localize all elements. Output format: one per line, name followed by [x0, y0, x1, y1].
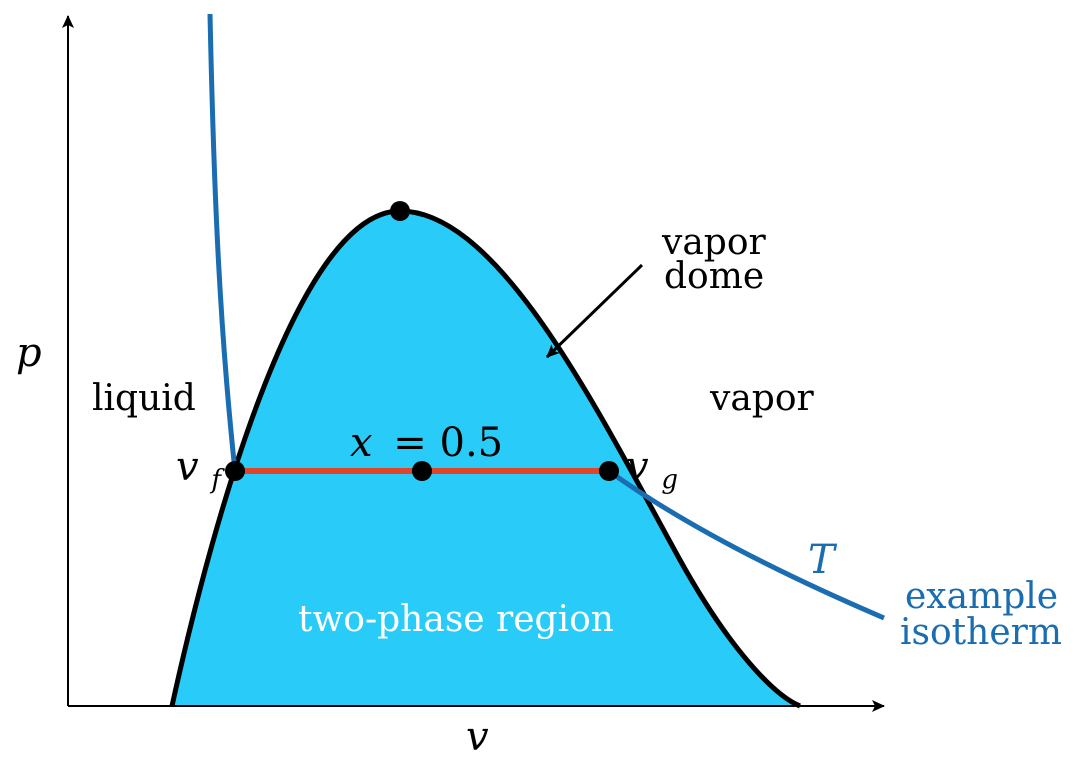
vf-point	[225, 461, 245, 481]
vapor-region-label: vapor	[709, 378, 815, 419]
quality-point	[412, 461, 432, 481]
vg-sub: g	[661, 465, 678, 495]
y-axis-label: p	[16, 330, 42, 376]
vg-point	[599, 461, 619, 481]
vapor-dome-label-line2: dome	[664, 256, 764, 297]
critical-point	[390, 201, 410, 221]
quality-label: x = 0.5	[350, 420, 503, 466]
isotherm-label-line2: isotherm	[900, 612, 1062, 653]
two-phase-region-label: two-phase region	[298, 599, 614, 640]
vapor-dome-arrow	[545, 263, 644, 359]
vf-base: v	[176, 444, 199, 490]
quality-eq: = 0.5	[393, 420, 503, 466]
isotherm-liquid-branch	[207, 13, 238, 472]
vapor-dome-label-line1: vapor	[661, 222, 767, 263]
vf-sub: f	[209, 465, 225, 495]
isotherm-vapor-branch	[607, 468, 885, 621]
x-axis-label: v	[466, 714, 489, 760]
vf-label: v f	[176, 444, 225, 495]
isotherm-symbol: T	[808, 537, 838, 583]
quality-var: x	[350, 420, 373, 466]
vg-label: v g	[626, 444, 678, 495]
vg-base: v	[626, 444, 649, 490]
isotherm-label-line1: example	[905, 576, 1058, 617]
vapor-dome-curve	[169, 208, 802, 709]
two-phase-region-fill	[172, 211, 800, 706]
liquid-region-label: liquid	[92, 378, 196, 419]
